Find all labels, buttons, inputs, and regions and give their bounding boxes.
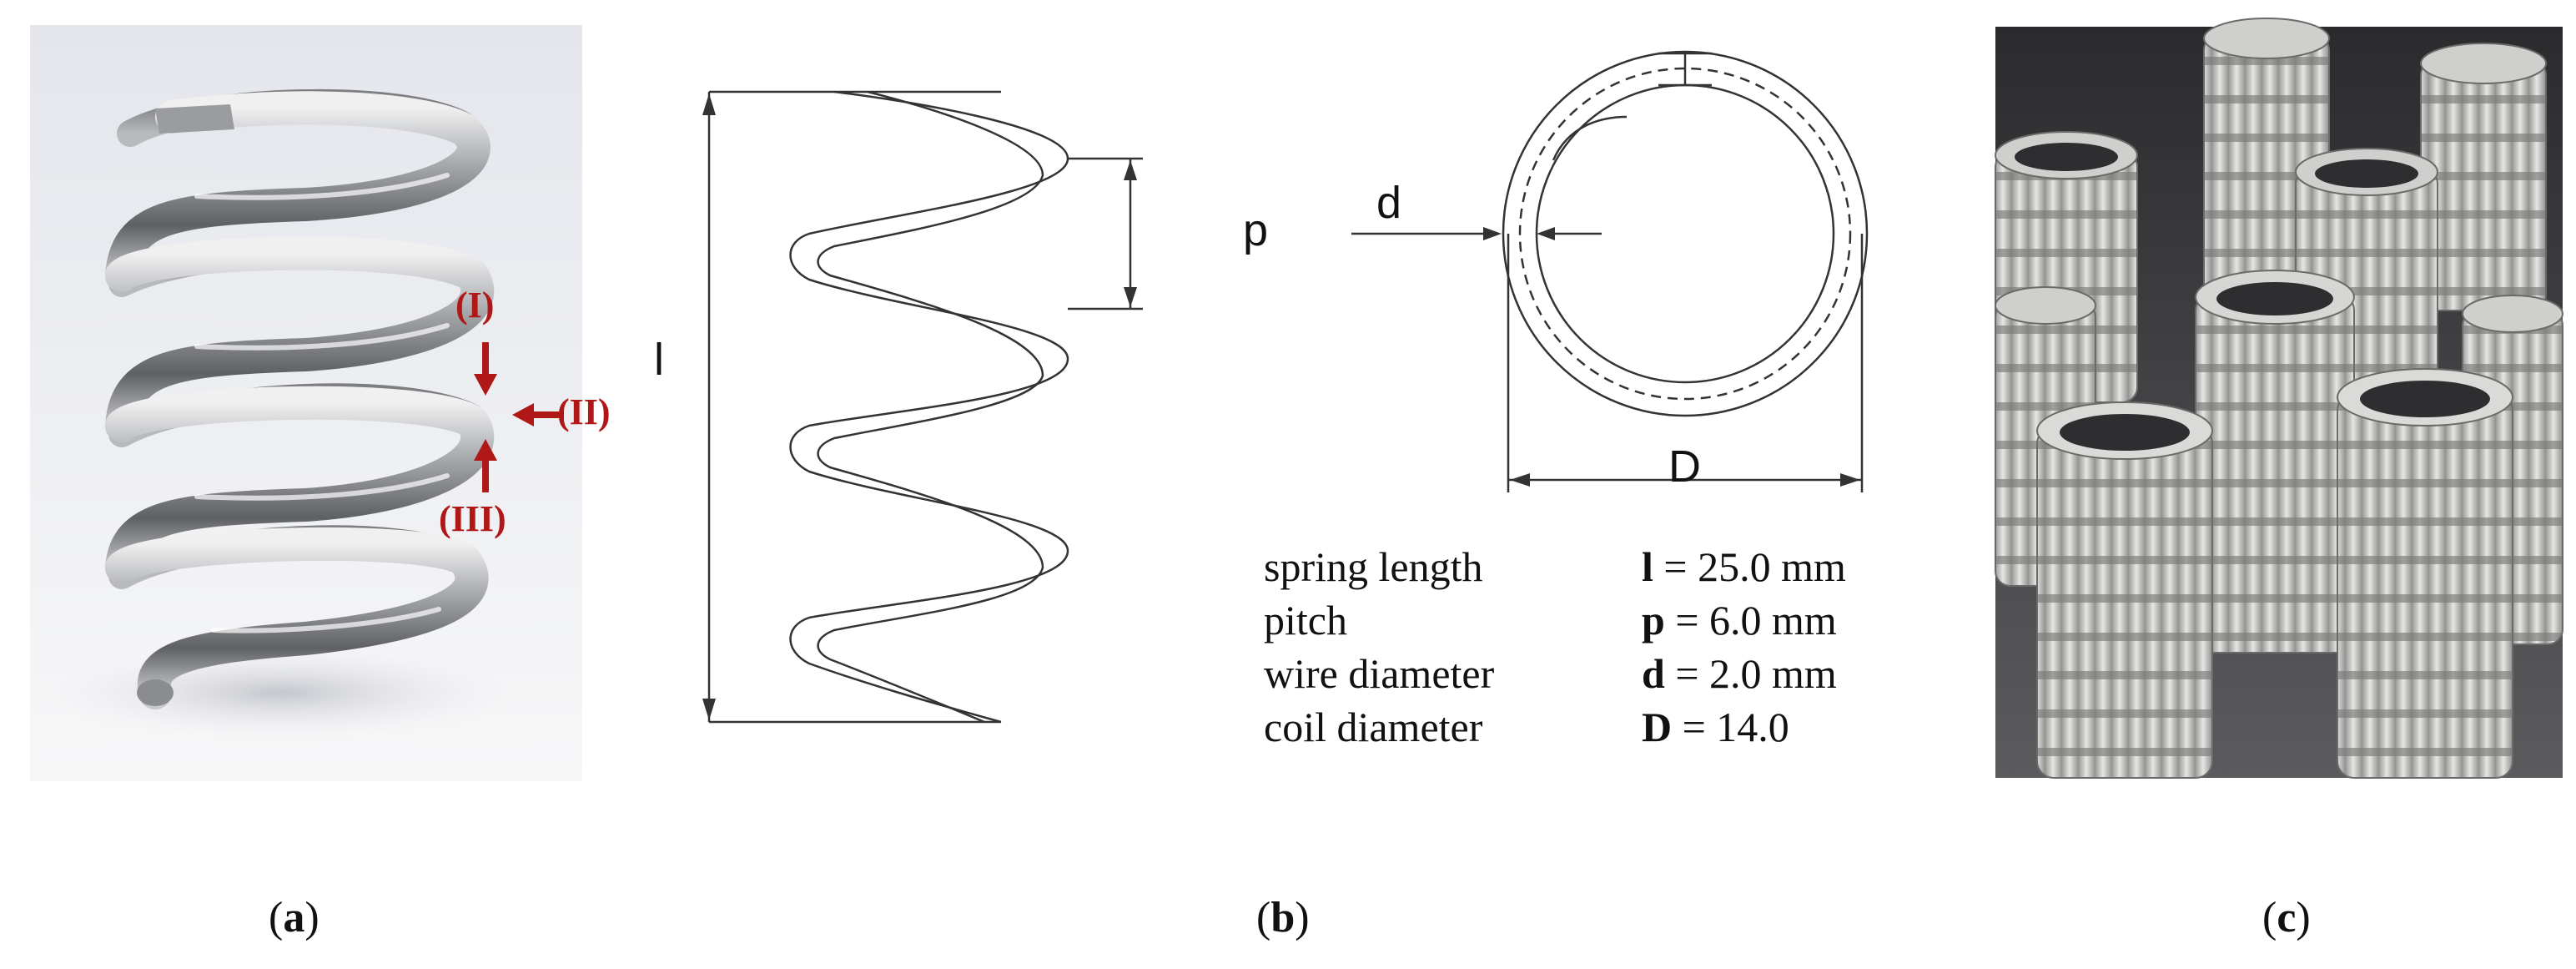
callout-ii: (II) [557,391,611,432]
spec-symbol-coil: D [1642,704,1673,750]
caption-b-letter: b [1270,894,1296,941]
caption-b: (b) [1256,894,1310,941]
spec-name-length: spring length [1264,543,1483,590]
label-wire-diameter: d [1376,178,1402,228]
caption-a-letter: a [283,894,305,941]
spec-number-length: = 25.0 mm [1653,543,1846,590]
spec-number-pitch: = 6.0 mm [1664,597,1837,643]
spec-name-pitch: pitch [1264,597,1347,643]
caption-a: (a) [269,894,319,941]
panel-a: (I) (II) (III) [30,25,611,781]
spec-value-coil: D = 14.0 [1642,703,1789,751]
spec-value-length: l = 25.0 mm [1642,543,1846,591]
spec-value-pitch: p = 6.0 mm [1642,596,1837,644]
callout-i: (I) [455,285,495,326]
spec-symbol-wire: d [1642,650,1665,697]
caption-c: (c) [2262,894,2311,941]
spec-number-wire: = 2.0 mm [1664,650,1837,697]
spec-symbol-pitch: p [1642,597,1665,643]
spec-name-wire: wire diameter [1264,650,1495,697]
caption-c-letter: c [2277,894,2297,941]
spec-symbol-length: l [1642,543,1653,590]
panel-c-printed-springs-photo [1995,18,2563,779]
spec-name-coil: coil diameter [1264,704,1483,750]
callout-iii: (III) [439,498,506,539]
panel-b-side-view [702,90,1143,724]
label-coil-diameter: D [1668,442,1701,492]
panel-b-top-view [1351,50,1869,492]
label-length: l [654,335,664,385]
spec-value-wire: d = 2.0 mm [1642,649,1837,698]
label-pitch: p [1243,205,1269,255]
spec-number-coil: = 14.0 [1672,704,1789,750]
panel-a-spring-render [30,25,582,781]
